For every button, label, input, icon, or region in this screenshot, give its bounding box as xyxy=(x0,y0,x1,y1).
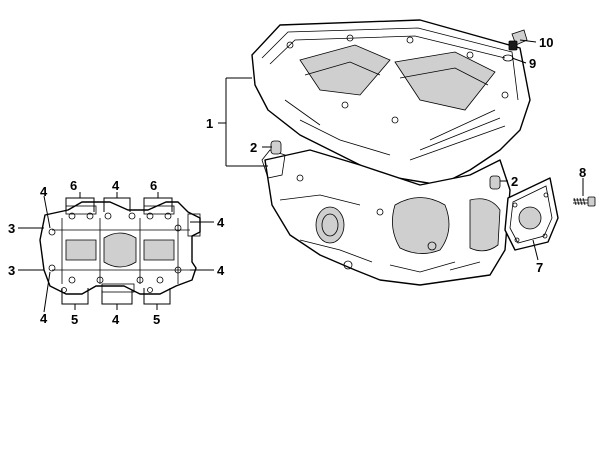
leader-lines xyxy=(18,39,584,313)
crankcase-top-view xyxy=(39,201,201,295)
drain-plug-bolt xyxy=(508,29,528,51)
callout-4-right-top: 4 xyxy=(217,215,225,230)
callout-labels: 1 2 2 7 8 9 10 3 3 4 4 4 4 4 4 5 5 6 6 xyxy=(8,35,586,327)
dowel-pin-right xyxy=(489,175,501,190)
callout-10: 10 xyxy=(539,35,553,50)
callout-2-left: 2 xyxy=(250,140,257,155)
callout-3-bottom: 3 xyxy=(8,263,15,278)
callout-6-right: 6 xyxy=(150,178,157,193)
callout-4-top-left: 4 xyxy=(40,184,48,199)
cover-plate-with-gasket xyxy=(504,177,559,251)
callout-5-right: 5 xyxy=(153,312,160,327)
callout-5-left: 5 xyxy=(71,312,78,327)
callout-4-bottom-left: 4 xyxy=(40,311,48,326)
callout-4-right-bottom: 4 xyxy=(217,263,225,278)
callout-7: 7 xyxy=(536,260,543,275)
callout-4-top-center: 4 xyxy=(112,178,120,193)
callout-8: 8 xyxy=(579,165,586,180)
callout-2-right: 2 xyxy=(511,174,518,189)
dowel-pin-left xyxy=(270,140,282,155)
callout-3-top: 3 xyxy=(8,221,15,236)
callout-6-left: 6 xyxy=(70,178,77,193)
crankcase-assembly xyxy=(251,19,596,286)
screw xyxy=(573,196,596,207)
callout-9: 9 xyxy=(529,56,536,71)
callout-4-bottom-center: 4 xyxy=(112,312,120,327)
callout-1: 1 xyxy=(206,116,213,131)
